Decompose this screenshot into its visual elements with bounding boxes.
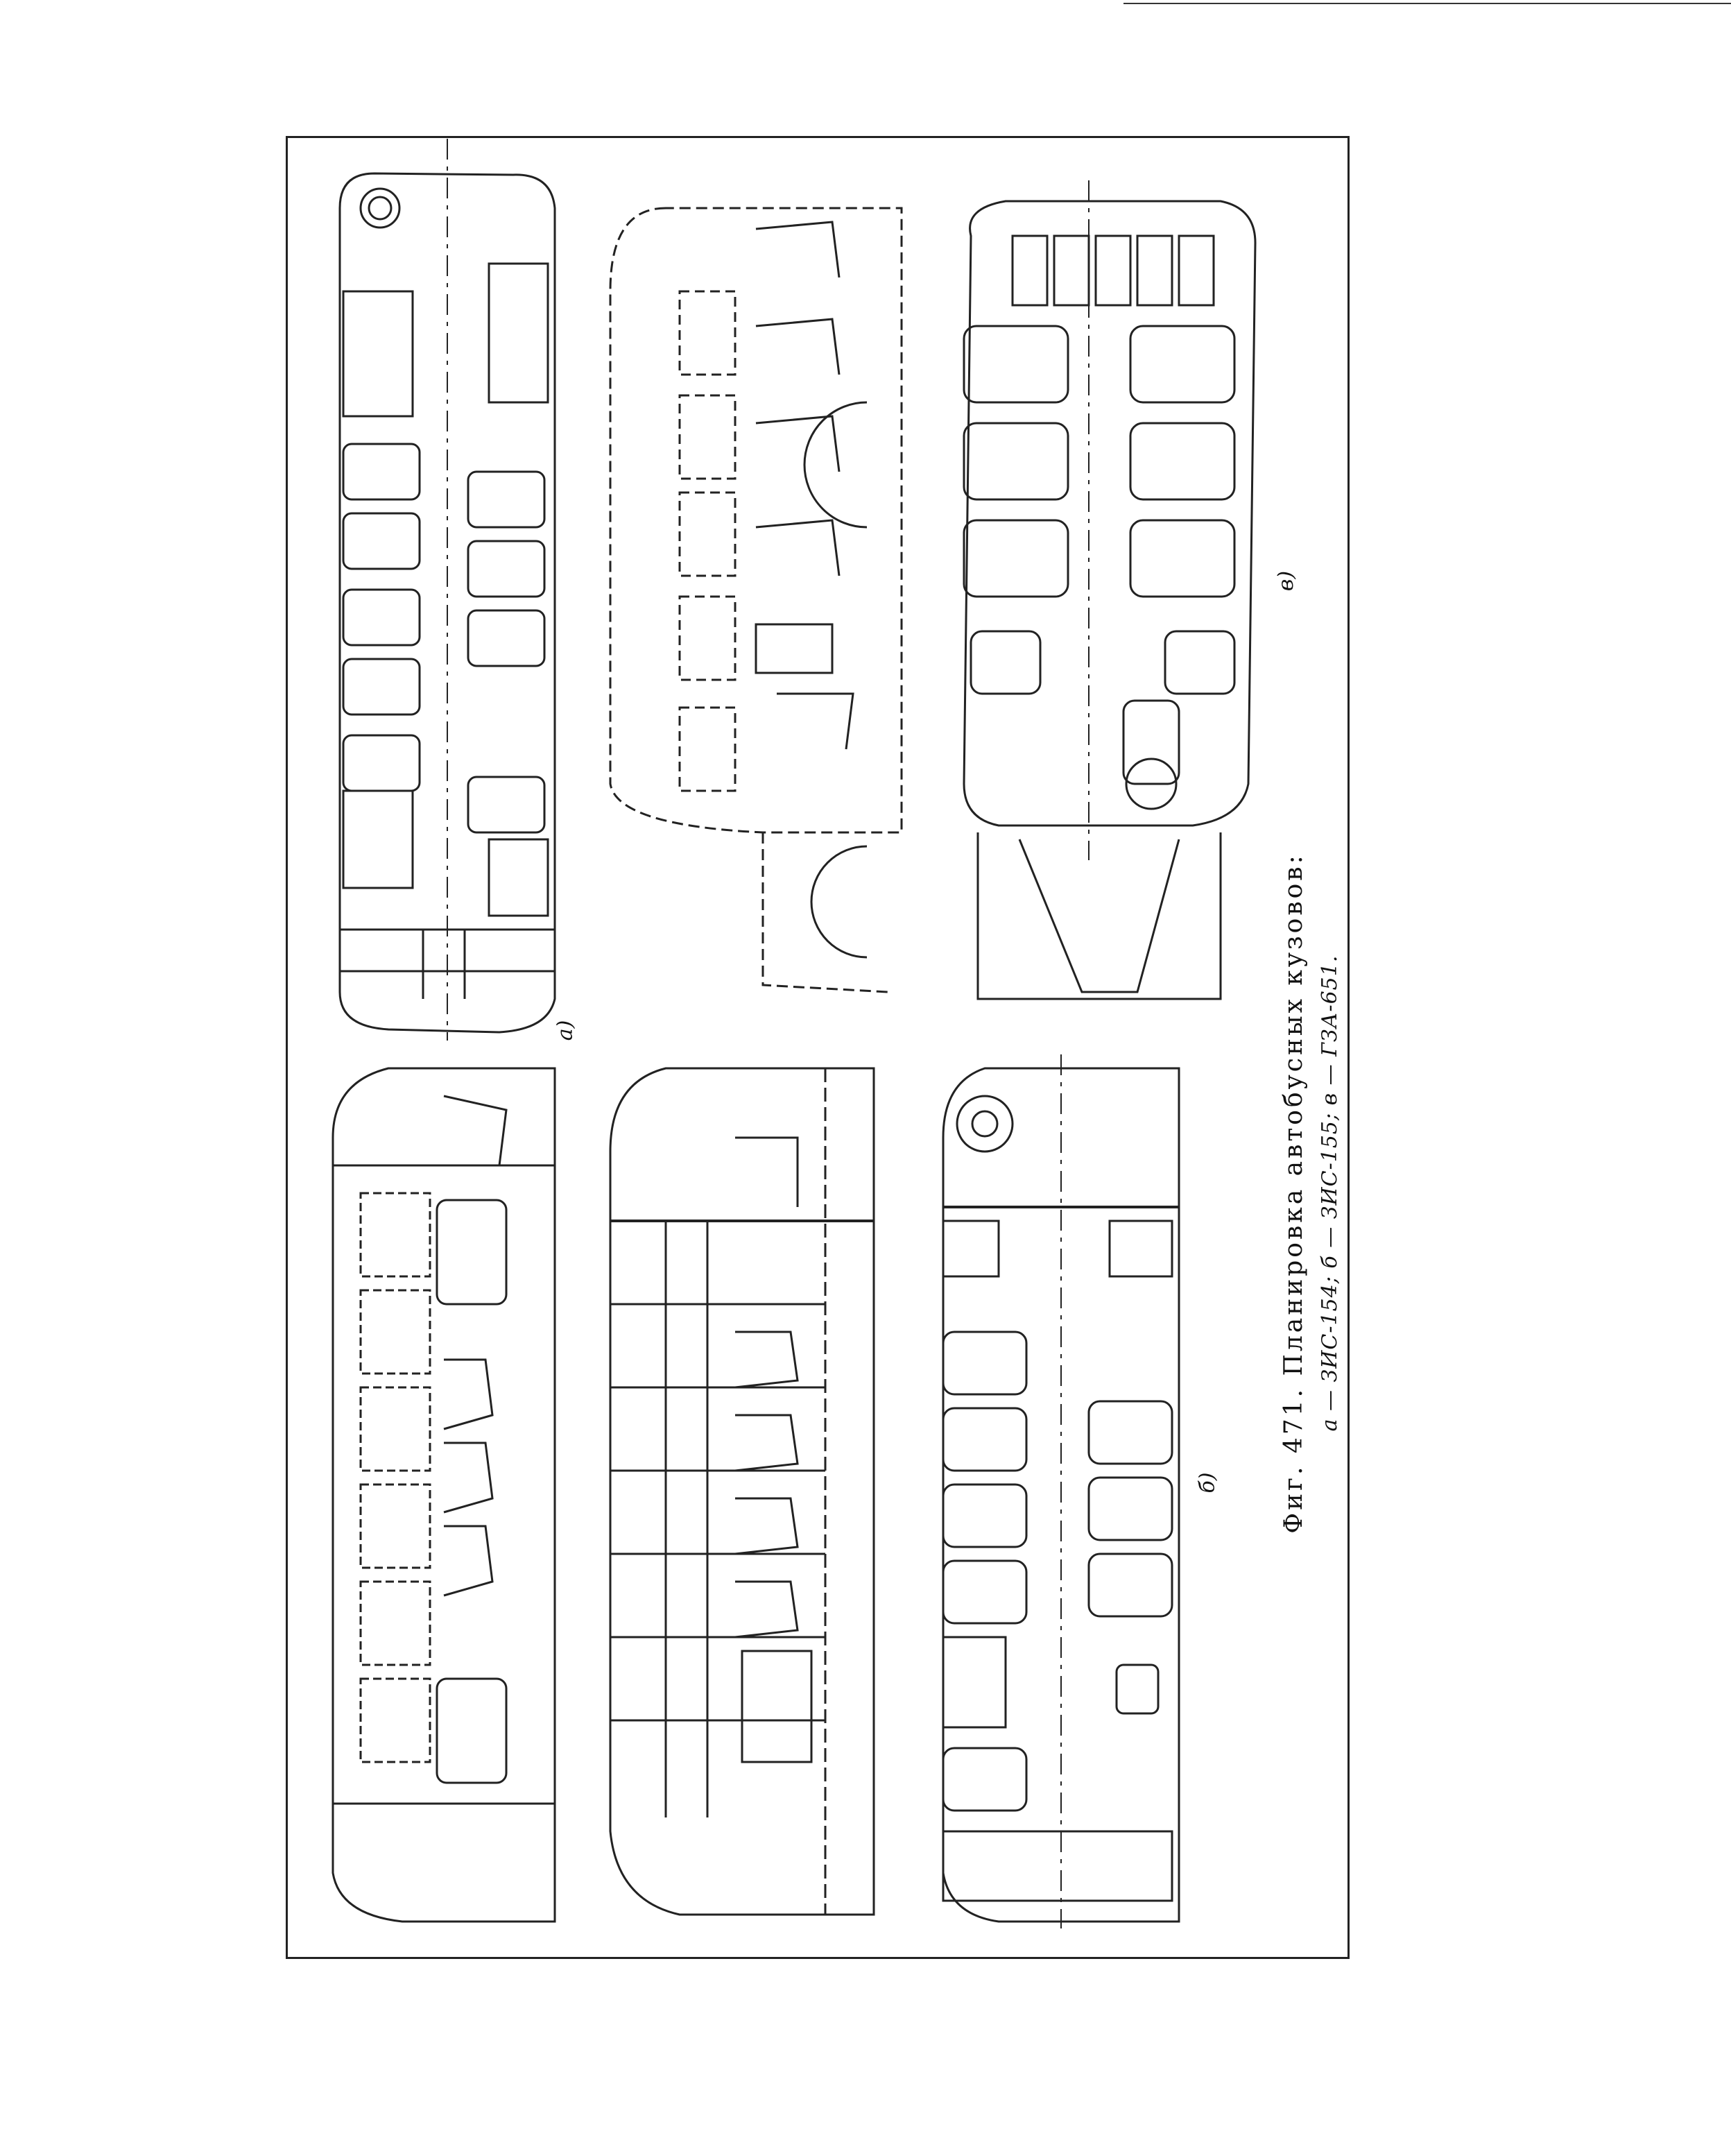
gza651-side-view	[942, 1054, 1180, 1928]
figure-frame	[286, 136, 1350, 1959]
caption-legend: а — ЗИС-154; б — ЗИС-155; в — ГЗА-651.	[1318, 955, 1342, 1432]
caption-title: Фиг. 471. Планировка автобусных кузовов:	[1280, 853, 1308, 1534]
zis155-side-view	[609, 207, 903, 993]
zis154-plan-view	[338, 139, 556, 1041]
panel-label-a: а)	[553, 1020, 578, 1041]
top-edge-line	[1123, 3, 1731, 4]
gza651-plan-view	[963, 180, 1257, 1000]
figure-caption: Фиг. 471. Планировка автобусных кузовов:…	[1280, 853, 1342, 1533]
zis154-side-view	[331, 1067, 556, 1923]
panel-label-v: в)	[1274, 570, 1299, 592]
zis155-plan-view	[609, 1067, 875, 1916]
panel-label-b: б)	[1195, 1472, 1220, 1494]
